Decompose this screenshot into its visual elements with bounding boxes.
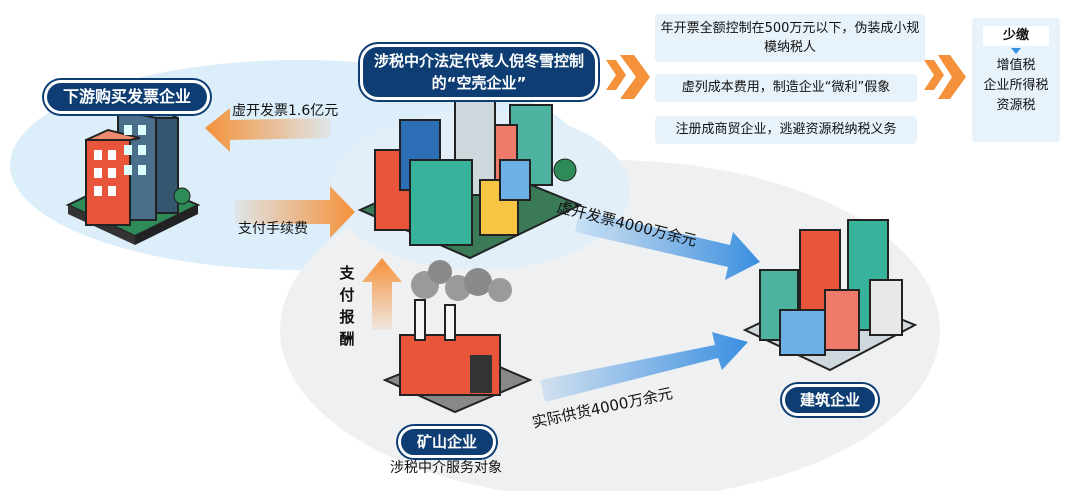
method-box-1: 年开票全额控制在500万元以下，伪装成小规模纳税人 <box>655 14 925 62</box>
outcome-item: 增值税 <box>996 58 1036 73</box>
arrow-fake-invoice-large <box>575 210 760 280</box>
factory-illustration <box>382 260 533 414</box>
edge-label-service-fee: 支付手续费 <box>238 221 308 237</box>
shell-enterprise-label: 涉税中介法定代表人倪冬雪控制的“空壳企业” <box>360 44 598 100</box>
mining-enterprise-label: 矿山企业 <box>398 426 496 458</box>
mining-caption: 涉税中介服务对象 <box>390 460 502 476</box>
edge-label-fake-invoice-small: 虚开发票1.6亿元 <box>232 103 339 119</box>
arrow-actual-supply <box>540 332 748 402</box>
downstream-enterprise-label: 下游购买发票企业 <box>44 80 210 114</box>
outcome-item: 企业所得税 <box>983 78 1049 93</box>
construction-buildings-illustration <box>742 219 918 372</box>
construction-enterprise-label: 建筑企业 <box>782 384 878 416</box>
outcome-box: 少缴 增值税 企业所得税 资源税 <box>972 18 1060 142</box>
chevron-arrow-1 <box>606 55 650 99</box>
edge-label-pay-reward: 支付报酬 <box>339 264 355 348</box>
arrow-fake-invoice-small <box>205 108 330 152</box>
arrow-service-fee <box>235 186 355 238</box>
chevron-arrow-2 <box>924 55 966 99</box>
outcome-item: 资源税 <box>996 98 1036 113</box>
method-box-3: 注册成商贸企业，逃避资源税纳税义务 <box>655 116 917 144</box>
outcome-title: 少缴 <box>983 26 1049 46</box>
caret-down-icon <box>1011 48 1021 54</box>
shell-buildings-illustration <box>357 94 583 260</box>
method-box-2: 虚列成本费用，制造企业“微利”假象 <box>655 74 917 102</box>
arrow-pay-reward <box>362 258 402 330</box>
